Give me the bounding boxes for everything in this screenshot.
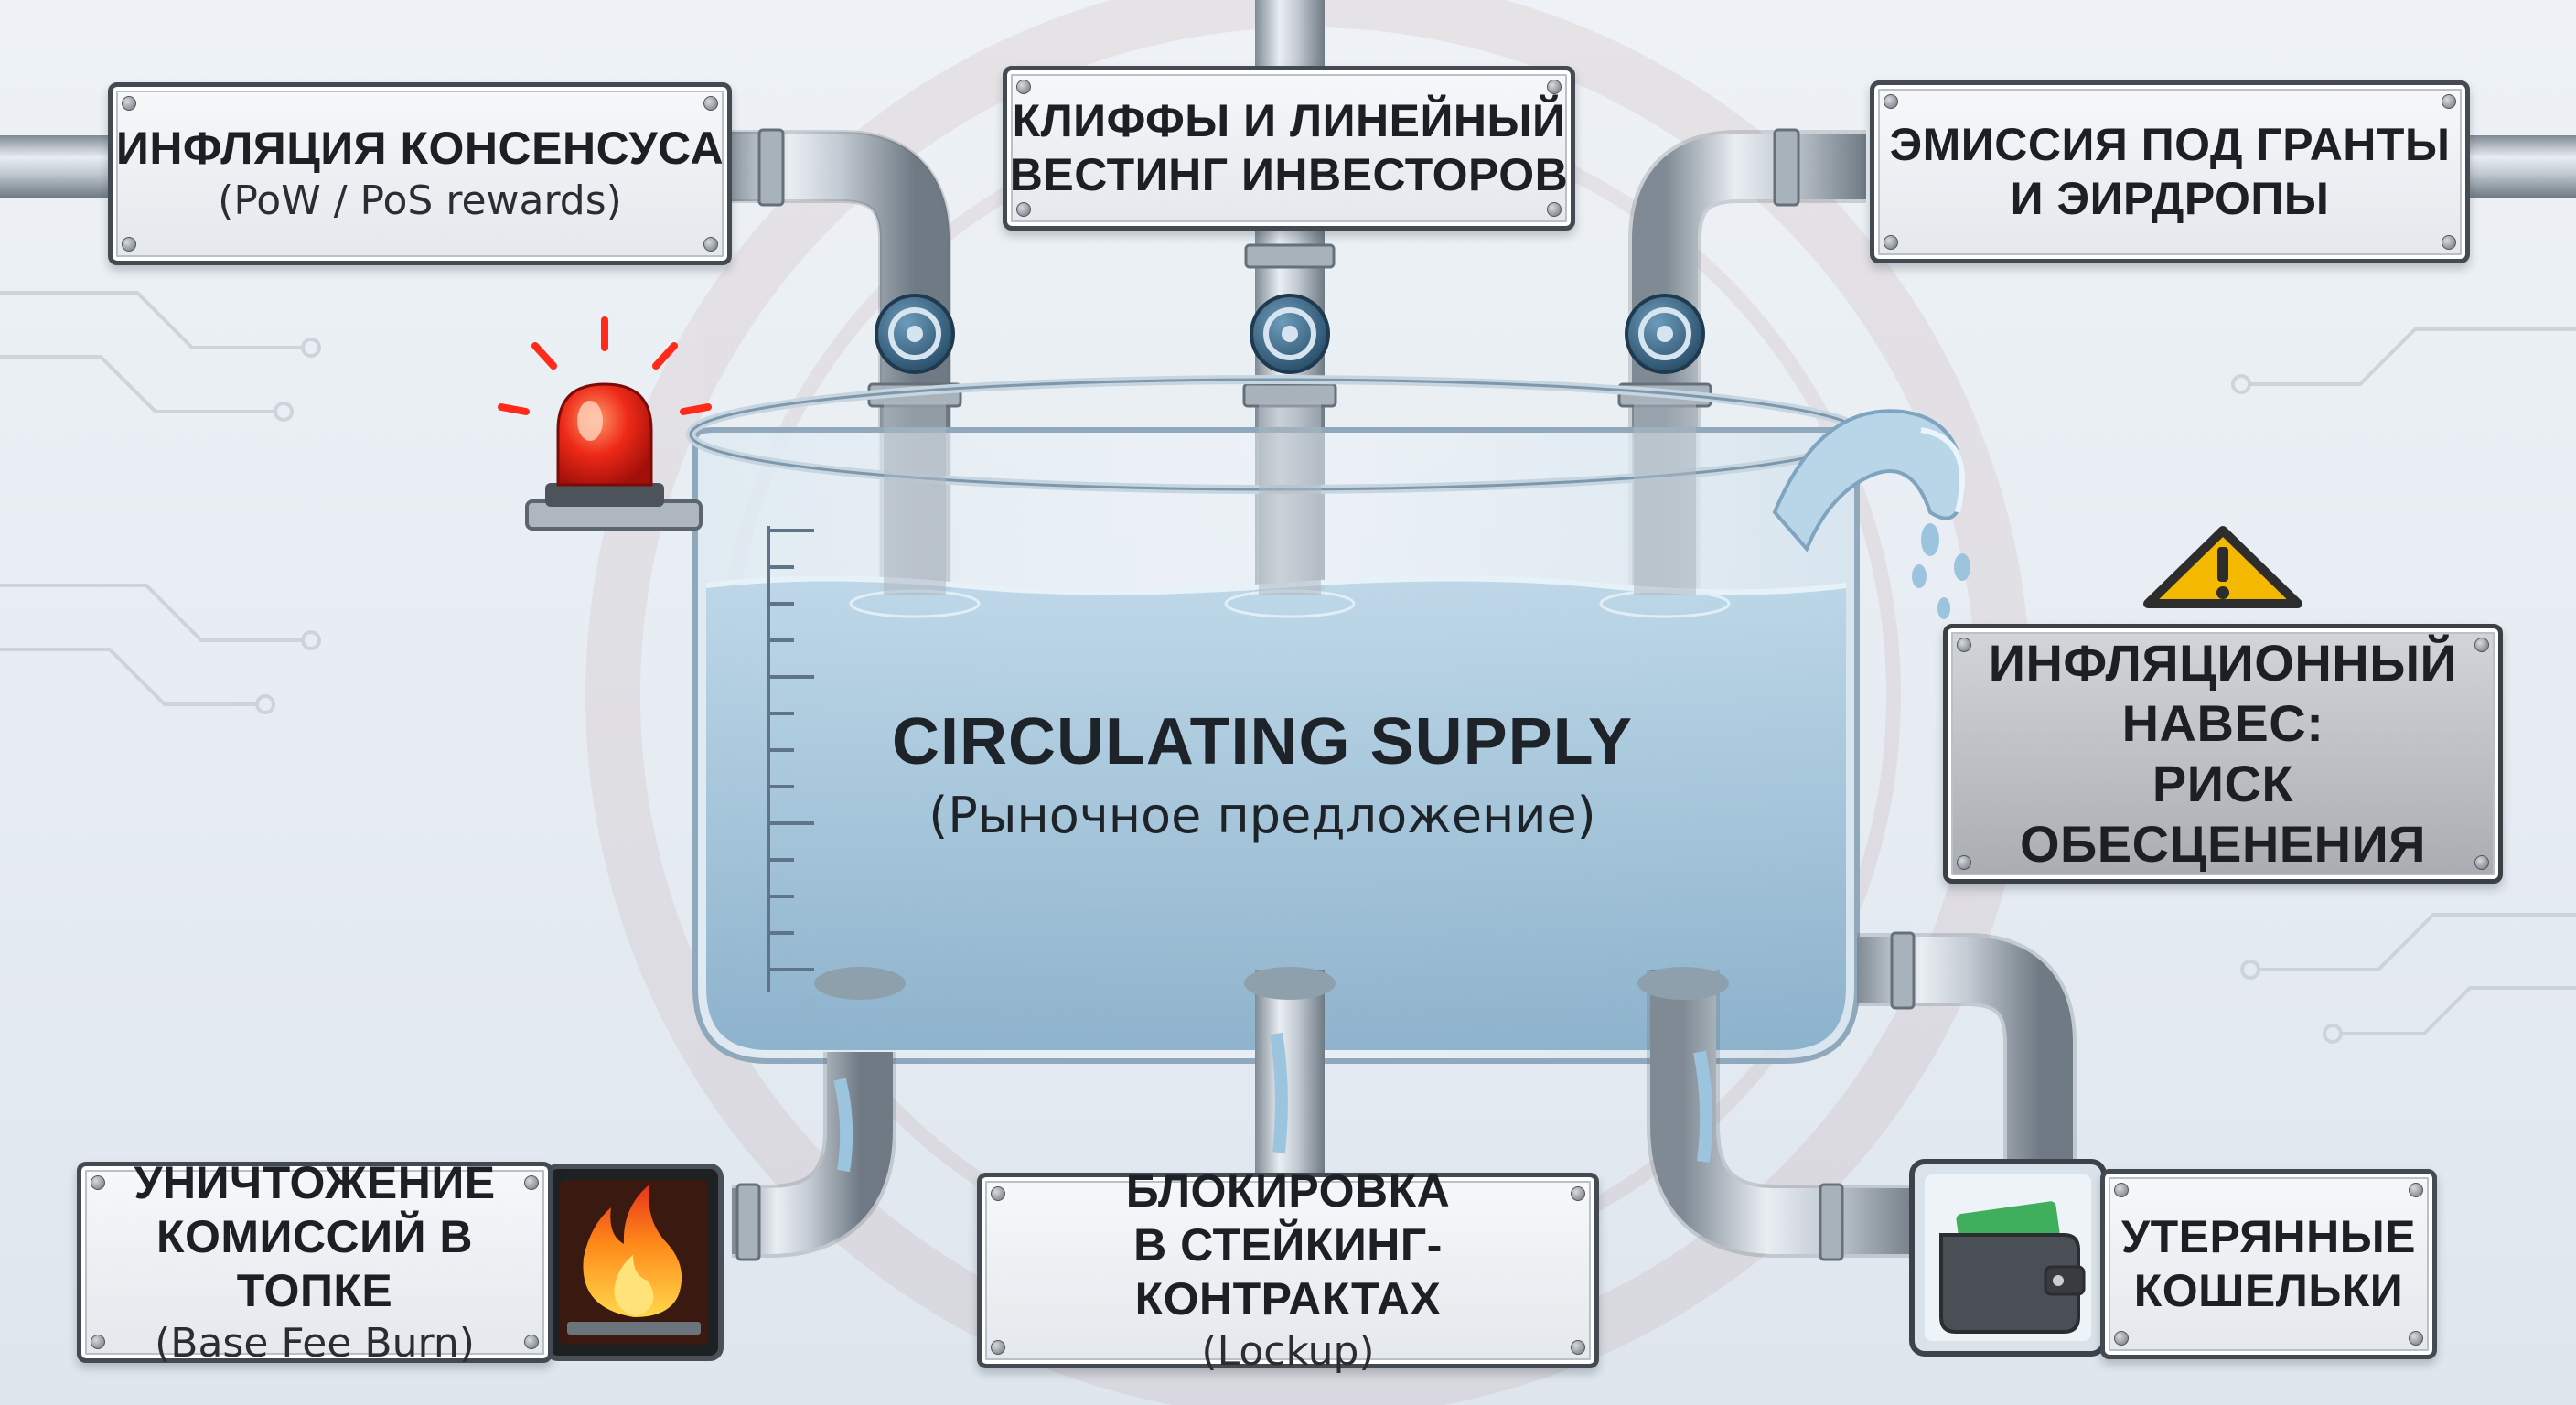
panel-screw	[122, 237, 136, 252]
panel-screw	[703, 96, 718, 111]
staking-lockup-panel: БЛОКИРОВКА В СТЕЙКИНГ-КОНТРАКТАХ (Lockup…	[977, 1165, 1599, 1375]
grants-airdrops-panel: ЭМИССИЯ ПОД ГРАНТЫ И ЭИРДРОПЫ	[1870, 80, 2470, 263]
consensus-inflation-subtitle: (PoW / PoS rewards)	[218, 177, 622, 224]
panel-screw	[1547, 202, 1562, 217]
warning-line1: ИНФЛЯЦИОННЫЙ	[1988, 633, 2458, 692]
valve-wheel-icon	[1625, 294, 1705, 374]
wallet-icon	[1909, 1159, 2107, 1357]
supply-tank	[686, 375, 1866, 1064]
consensus-inflation-title: ИНФЛЯЦИЯ КОНСЕНСУСА	[115, 123, 724, 174]
panel-screw	[524, 1175, 539, 1190]
panel-screw	[1016, 80, 1031, 94]
panel-screw	[1547, 80, 1562, 94]
panel-screw	[991, 1340, 1005, 1355]
panel-screw	[524, 1335, 539, 1349]
grants-airdrops-title-line1: ЭМИССИЯ ПОД ГРАНТЫ	[1889, 119, 2451, 170]
panel-screw	[2442, 94, 2456, 109]
panel-screw	[2474, 638, 2489, 652]
investor-vesting-title-line1: КЛИФФЫ И ЛИНЕЙНЫЙ	[1012, 95, 1566, 146]
panel-screw	[991, 1186, 1005, 1201]
panel-screw	[2409, 1331, 2423, 1346]
panel-screw	[1884, 94, 1898, 109]
overflow-spill	[1772, 409, 1970, 619]
fee-burn-subtitle: (Base Fee Burn)	[155, 1320, 475, 1367]
valve-wheel-icon	[875, 294, 955, 374]
panel-screw	[1957, 855, 1971, 870]
warning-triangle-icon	[2143, 526, 2302, 608]
alarm-beacon-icon	[498, 316, 712, 531]
grants-airdrops-title-line2: И ЭИРДРОПЫ	[2010, 173, 2330, 224]
panel-screw	[703, 237, 718, 252]
staking-lockup-subtitle: (Lockup)	[1201, 1328, 1375, 1375]
panel-screw	[1571, 1340, 1585, 1355]
fire-icon	[544, 1164, 724, 1361]
warning-line2: НАВЕС:	[2121, 693, 2324, 752]
panel-screw	[1957, 638, 1971, 652]
fee-burn-panel: УНИЧТОЖЕНИЕ КОМИССИЙ В ТОПКЕ (Base Fee B…	[77, 1157, 553, 1367]
valve-wheel-icon	[1250, 294, 1330, 374]
investor-vesting-panel: КЛИФФЫ И ЛИНЕЙНЫЙ ВЕСТИНГ ИНВЕСТОРОВ	[1003, 66, 1575, 231]
circuit-traces	[0, 291, 2576, 1044]
panel-screw	[2114, 1331, 2129, 1346]
investor-vesting-title-line2: ВЕСТИНГ ИНВЕСТОРОВ	[1009, 149, 1569, 200]
panel-screw	[122, 96, 136, 111]
fee-burn-title-line1: УНИЧТОЖЕНИЕ	[134, 1157, 496, 1208]
panel-screw	[1016, 202, 1031, 217]
panel-screw	[91, 1175, 105, 1190]
panel-screw	[2409, 1183, 2423, 1197]
inflation-overhang-warning-panel: ИНФЛЯЦИОННЫЙ НАВЕС: РИСК ОБЕСЦЕНЕНИЯ	[1943, 624, 2503, 884]
circulating-supply-label: CIRCULATING SUPPLY (Рыночное предложение…	[768, 704, 1756, 844]
warning-line3: РИСК ОБЕСЦЕНЕНИЯ	[2019, 755, 2427, 874]
consensus-inflation-panel: ИНФЛЯЦИЯ КОНСЕНСУСА (PoW / PoS rewards)	[108, 82, 732, 265]
panel-screw	[1571, 1186, 1585, 1201]
circulating-supply-subtitle: (Рыночное предложение)	[928, 787, 1596, 844]
panel-screw	[2114, 1183, 2129, 1197]
circulating-supply-title: CIRCULATING SUPPLY	[891, 705, 1634, 778]
fee-burn-title-line2: КОМИССИЙ В ТОПКЕ	[156, 1211, 474, 1316]
staking-lockup-title-line2: В СТЕЙКИНГ-КОНТРАКТАХ	[1133, 1219, 1443, 1325]
panel-screw	[1884, 235, 1898, 250]
lost-wallets-title-line1: УТЕРЯННЫЕ	[2120, 1211, 2417, 1262]
lost-wallets-title-line2: КОШЕЛЬКИ	[2133, 1265, 2404, 1316]
lost-wallets-panel: УТЕРЯННЫЕ КОШЕЛЬКИ	[2100, 1169, 2437, 1359]
panel-screw	[2474, 855, 2489, 870]
staking-lockup-title-line1: БЛОКИРОВКА	[1125, 1165, 1451, 1217]
panel-screw	[2442, 235, 2456, 250]
panel-screw	[91, 1335, 105, 1349]
